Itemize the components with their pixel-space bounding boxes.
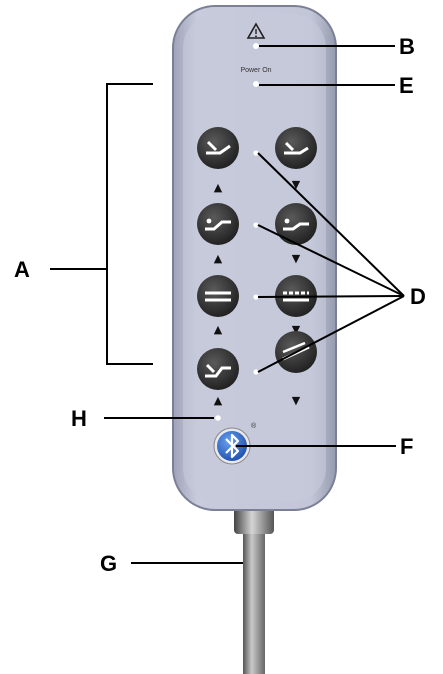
up-arrow: ▲ (214, 323, 223, 336)
tilt-raise-button[interactable] (197, 348, 239, 390)
up-arrow: ▲ (214, 252, 223, 265)
leader-d1 (257, 152, 405, 297)
bed-lower-icon (283, 291, 309, 302)
callout-d: D (410, 284, 426, 309)
strain-relief (234, 504, 274, 534)
bed-raise-button[interactable] (197, 275, 239, 317)
foot-raise-icon (205, 218, 231, 231)
power-on-label: Power On (240, 67, 271, 74)
bracket-a (106, 83, 153, 365)
bluetooth-icon (225, 433, 240, 459)
head-lower-icon (284, 141, 309, 155)
callout-b: B (399, 34, 415, 59)
foot-raise-button[interactable] (197, 203, 239, 245)
warning-triangle-icon (246, 22, 266, 39)
bed-raise-icon (205, 291, 231, 302)
power-led (253, 81, 259, 87)
up-arrow: ▲ (214, 181, 223, 194)
tilt-raise-icon (205, 363, 231, 378)
leader-d4 (257, 295, 405, 373)
leader-d2 (257, 224, 405, 297)
down-arrow: ▼ (292, 178, 301, 191)
warning-led (253, 43, 259, 49)
callout-g: G (100, 551, 117, 576)
callout-e: E (399, 73, 414, 98)
down-arrow: ▼ (292, 323, 301, 336)
cord (243, 528, 265, 674)
registered-mark: ® (251, 422, 257, 430)
leader-d3 (257, 295, 405, 298)
leader-lines (50, 45, 405, 564)
function-led-4 (253, 369, 259, 375)
foot-lower-button[interactable] (275, 203, 317, 245)
callout-a: A (14, 257, 30, 282)
function-led-1 (253, 150, 259, 156)
callout-f: F (400, 434, 413, 459)
foot-lower-icon (283, 218, 309, 231)
head-raise-icon (206, 140, 231, 155)
bluetooth-button[interactable] (213, 427, 251, 465)
function-led-3 (253, 294, 259, 300)
up-arrow: ▲ (214, 394, 223, 407)
indicator-led-h (215, 415, 221, 421)
down-arrow: ▼ (292, 394, 301, 407)
head-raise-button[interactable] (197, 127, 239, 169)
callout-h: H (71, 406, 87, 431)
function-led-2 (253, 222, 259, 228)
cable (234, 504, 274, 674)
head-lower-button[interactable] (275, 127, 317, 169)
down-arrow: ▼ (292, 252, 301, 265)
